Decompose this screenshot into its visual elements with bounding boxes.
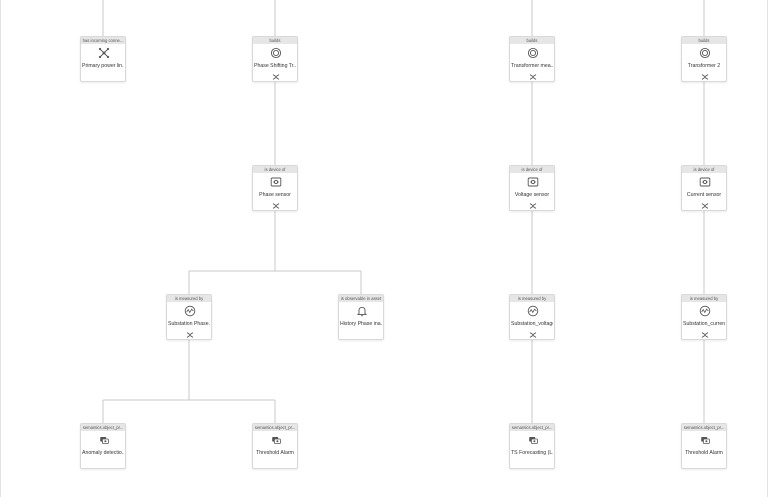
timeseries-icon xyxy=(699,305,711,317)
timeseries-icon xyxy=(527,305,539,317)
node-relation-label: semantics.object_pr... xyxy=(682,424,726,431)
node-title: TS Forecasting (L... xyxy=(511,450,553,456)
node-title: Primary power lin... xyxy=(82,63,124,69)
node-relation-label: is device of xyxy=(682,166,726,173)
node-relation-label: is measured by xyxy=(167,295,211,302)
graph-node[interactable]: is measured by Substation_current xyxy=(681,294,727,340)
node-relation-label: is observable in asset xyxy=(339,295,383,302)
collapse-toggle-icon[interactable] xyxy=(271,203,281,209)
graph-node[interactable]: is device of Phase sensor xyxy=(252,165,298,211)
collapse-toggle-icon[interactable] xyxy=(185,332,195,338)
graph-node[interactable]: is device of Current sensor xyxy=(681,165,727,211)
graph-node[interactable]: semantics.object_pr... Threshold Alarm xyxy=(681,423,727,469)
collapse-toggle-icon[interactable] xyxy=(700,74,710,80)
node-relation-label: semantics.object_pr... xyxy=(253,424,297,431)
node-relation-label: semantics.object_pr... xyxy=(81,424,125,431)
graph-node[interactable]: semantics.object_pr... Anomaly detectio..… xyxy=(80,423,126,469)
sensor-icon xyxy=(699,176,711,188)
node-title: Transformer mea... xyxy=(511,63,553,69)
graph-node[interactable]: is measured by Substation Phase... xyxy=(166,294,212,340)
node-title: Voltage sensor xyxy=(514,192,550,198)
model-icon xyxy=(527,434,539,446)
node-title: Phase Shifting Tr... xyxy=(254,63,296,69)
node-relation-label: builds xyxy=(253,37,297,44)
timeseries-icon xyxy=(184,305,196,317)
collapse-toggle-icon[interactable] xyxy=(528,74,538,80)
transformer-icon xyxy=(527,47,539,59)
node-title: Threshold Alarm xyxy=(256,450,294,456)
transformer-icon xyxy=(270,47,282,59)
graph-node[interactable]: semantics.object_pr... Threshold Alarm xyxy=(252,423,298,469)
node-title: Substation_voltage xyxy=(511,321,553,327)
node-title: Transformer 2 xyxy=(687,63,721,69)
bell-icon xyxy=(356,305,368,317)
node-relation-label: is device of xyxy=(510,166,554,173)
model-icon xyxy=(98,434,110,446)
node-title: Substation Phase... xyxy=(168,321,210,327)
node-relation-label: is device of xyxy=(253,166,297,173)
graph-node[interactable]: semantics.object_pr... TS Forecasting (L.… xyxy=(509,423,555,469)
node-title: Current sensor xyxy=(686,192,722,198)
graph-node[interactable]: is device of Voltage sensor xyxy=(509,165,555,211)
graph-node[interactable]: has incoming conne... Primary power lin..… xyxy=(80,36,126,82)
node-title: Phase sensor xyxy=(259,192,291,198)
node-title: Threshold Alarm xyxy=(685,450,723,456)
node-relation-label: semantics.object_pr... xyxy=(510,424,554,431)
sensor-icon xyxy=(527,176,539,188)
node-relation-label: is measured by xyxy=(682,295,726,302)
node-relation-label: builds xyxy=(682,37,726,44)
canvas-left-border xyxy=(0,0,1,497)
graph-node[interactable]: is measured by Substation_voltage xyxy=(509,294,555,340)
transformer-icon xyxy=(699,47,711,59)
node-title: Anomaly detectio... xyxy=(82,450,124,456)
collapse-toggle-icon[interactable] xyxy=(700,332,710,338)
model-icon xyxy=(270,434,282,446)
node-relation-label: is measured by xyxy=(510,295,554,302)
node-title: Substation_current xyxy=(683,321,725,327)
node-relation-label: builds xyxy=(510,37,554,44)
power-line-icon xyxy=(98,47,110,59)
sensor-icon xyxy=(270,176,282,188)
model-icon xyxy=(699,434,711,446)
collapse-toggle-icon[interactable] xyxy=(700,203,710,209)
node-title: History Phase ina... xyxy=(340,321,382,327)
collapse-toggle-icon[interactable] xyxy=(271,74,281,80)
node-relation-label: has incoming conne... xyxy=(81,37,125,44)
collapse-toggle-icon[interactable] xyxy=(528,332,538,338)
collapse-toggle-icon[interactable] xyxy=(528,203,538,209)
